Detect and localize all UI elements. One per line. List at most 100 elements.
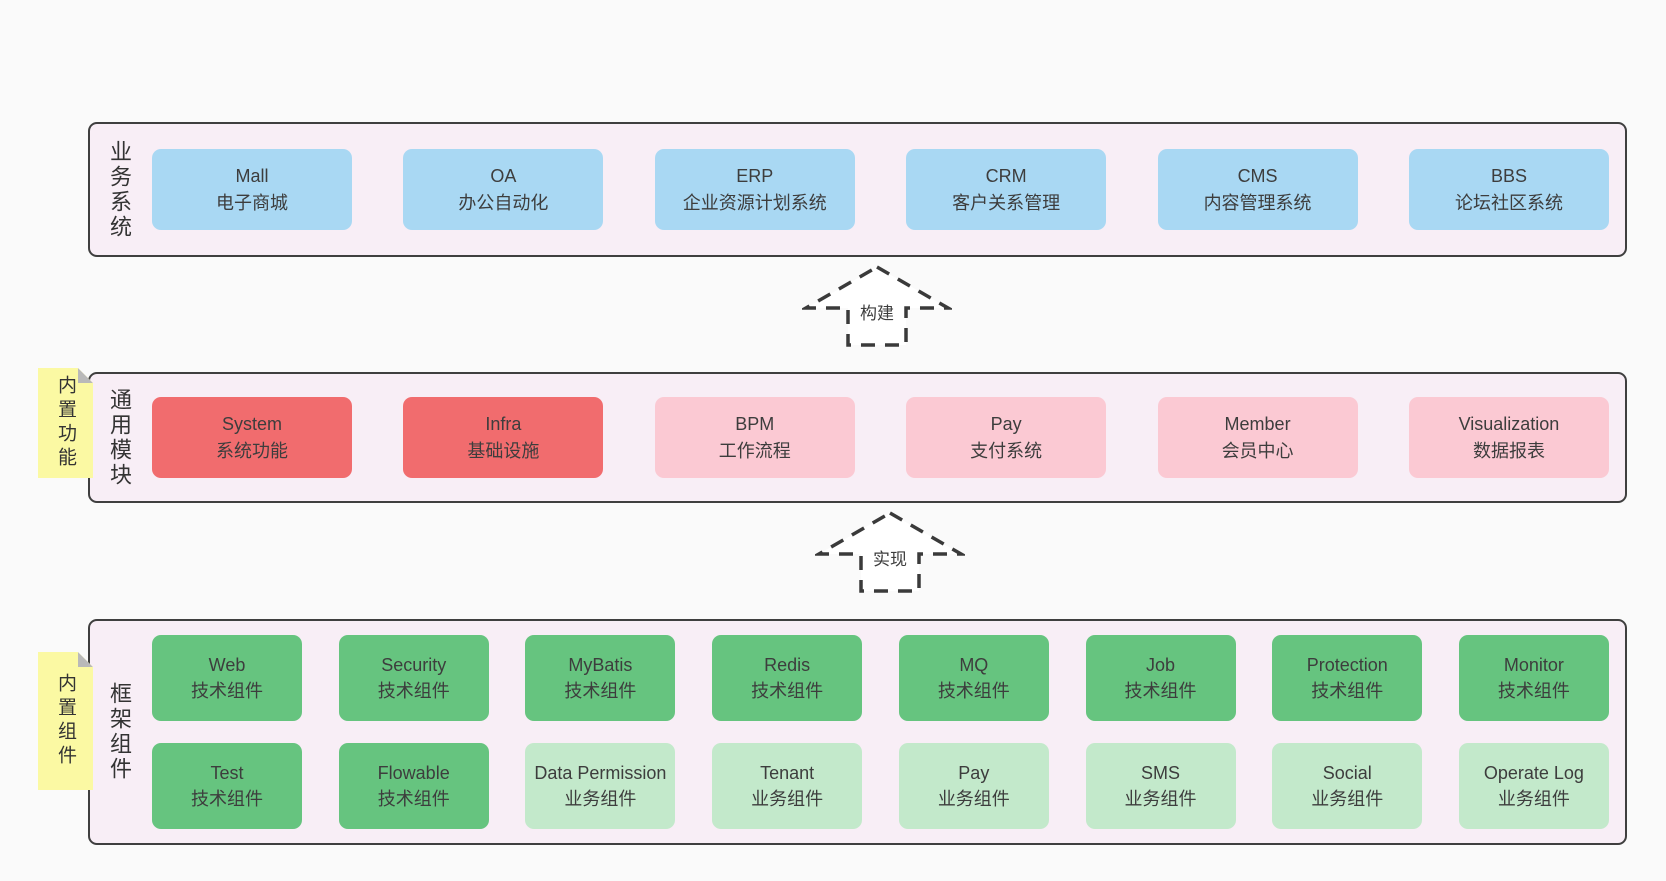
box-title: Pay [990,414,1022,435]
box-title: Pay [958,762,990,783]
box-title: Visualization [1458,414,1560,435]
build-arrow: 构建 [802,264,952,348]
box-cms: CMS 内容管理系统 [1157,149,1358,230]
box-subtitle: 业务组件 [1311,789,1384,809]
box-title: CMS [1237,166,1278,187]
box-title: BPM [735,414,775,435]
box-title: Monitor [1503,654,1564,675]
box-web: Web 技术组件 [152,635,302,721]
box-title: MyBatis [568,654,633,675]
band-label-framework: 框架组件 [107,682,132,782]
box-title: Infra [485,414,522,435]
band-framework-boxes: Web 技术组件 Security 技术组件 MyBatis 技术组件 Redi… [148,621,1625,843]
box-subtitle: 内容管理系统 [1203,192,1312,213]
box-subtitle: 业务组件 [751,789,824,809]
box-monitor: Monitor 技术组件 [1458,635,1609,721]
box-subtitle: 客户关系管理 [952,192,1061,213]
box-pay: Pay 支付系统 [906,397,1107,478]
box-title: Social [1322,762,1372,783]
box-subtitle: 技术组件 [377,789,450,809]
box-title: Security [381,654,447,675]
box-title: CRM [985,166,1027,187]
box-subtitle: 企业资源计划系统 [682,192,827,213]
box-mall: Mall 电子商城 [152,149,352,230]
box-social: Social 业务组件 [1272,743,1423,829]
box-title: Operate Log [1483,762,1584,783]
implement-arrow-label: 实现 [869,545,911,570]
band-framework-components: 框架组件 Web 技术组件 Security 技术组件 MyBatis 技术组件… [88,619,1627,845]
box-sms: SMS 业务组件 [1085,743,1236,829]
box-title: OA [490,166,517,187]
box-subtitle: 技术组件 [1124,681,1197,701]
box-title: Data Permission [534,762,667,783]
box-title: Job [1146,654,1176,675]
band-business-systems: 业务系统 Mall 电子商城 OA 办公自动化 ERP 企业资源计划系统 CRM… [88,122,1627,257]
box-title: Protection [1306,654,1388,675]
sticky-note-built-in-components: 内置组件 [38,652,93,790]
box-subtitle: 技术组件 [1497,681,1570,701]
box-title: BBS [1490,166,1527,187]
box-subtitle: 业务组件 [937,789,1010,809]
box-subtitle: 数据报表 [1472,440,1545,461]
box-subtitle: 技术组件 [377,681,450,701]
box-mq: MQ 技术组件 [898,635,1049,721]
implement-arrow: 实现 [815,510,965,594]
box-title: MQ [959,654,989,675]
box-system: System 系统功能 [152,397,352,478]
box-protection: Protection 技术组件 [1272,635,1423,721]
box-pay-component: Pay 业务组件 [898,743,1049,829]
box-erp: ERP 企业资源计划系统 [654,149,855,230]
framework-row-2: Test 技术组件 Flowable 技术组件 Data Permission … [152,743,1609,829]
box-subtitle: 技术组件 [1311,681,1384,701]
box-infra: Infra 基础设施 [403,397,604,478]
box-test: Test 技术组件 [152,743,302,829]
box-bpm: BPM 工作流程 [654,397,855,478]
box-title: Mall [235,166,269,187]
band-common-boxes: System 系统功能 Infra 基础设施 BPM 工作流程 Pay 支付系统… [148,374,1625,501]
box-crm: CRM 客户关系管理 [906,149,1107,230]
box-member: Member 会员中心 [1157,397,1358,478]
box-subtitle: 系统功能 [216,440,288,461]
box-bbs: BBS 论坛社区系统 [1408,149,1609,230]
box-data-permission: Data Permission 业务组件 [525,743,676,829]
box-subtitle: 电子商城 [216,192,288,213]
box-operate-log: Operate Log 业务组件 [1458,743,1609,829]
box-subtitle: 论坛社区系统 [1454,192,1563,213]
box-subtitle: 技术组件 [937,681,1010,701]
box-subtitle: 技术组件 [751,681,824,701]
box-title: Member [1224,414,1291,435]
box-title: Test [210,762,244,783]
box-mybatis: MyBatis 技术组件 [525,635,676,721]
box-security: Security 技术组件 [338,635,489,721]
band-label-business: 业务系统 [107,139,132,240]
box-subtitle: 会员中心 [1221,440,1294,461]
box-subtitle: 支付系统 [970,440,1043,461]
box-title: System [221,414,282,435]
box-oa: OA 办公自动化 [403,149,604,230]
build-arrow-label: 构建 [856,299,898,324]
band-common-modules: 通用模块 System 系统功能 Infra 基础设施 BPM 工作流程 Pay… [88,372,1627,503]
band-business-boxes: Mall 电子商城 OA 办公自动化 ERP 企业资源计划系统 CRM 客户关系… [148,124,1625,255]
box-tenant: Tenant 业务组件 [712,743,863,829]
box-subtitle: 业务组件 [1497,789,1570,809]
box-visualization: Visualization 数据报表 [1408,397,1609,478]
box-subtitle: 技术组件 [191,681,263,701]
band-label-common: 通用模块 [107,387,132,488]
box-title: Flowable [377,762,450,783]
box-title: Web [208,654,246,675]
box-job: Job 技术组件 [1085,635,1236,721]
box-subtitle: 基础设施 [467,440,540,461]
box-flowable: Flowable 技术组件 [338,743,489,829]
box-title: Redis [764,654,811,675]
framework-row-1: Web 技术组件 Security 技术组件 MyBatis 技术组件 Redi… [152,635,1609,721]
box-subtitle: 业务组件 [564,789,637,809]
box-title: ERP [736,166,774,187]
box-subtitle: 技术组件 [564,681,637,701]
box-redis: Redis 技术组件 [712,635,863,721]
box-title: Tenant [760,762,815,783]
box-subtitle: 技术组件 [191,789,263,809]
box-subtitle: 业务组件 [1124,789,1197,809]
sticky-note-built-in-features: 内置功能 [38,368,93,478]
box-subtitle: 办公自动化 [458,192,549,213]
